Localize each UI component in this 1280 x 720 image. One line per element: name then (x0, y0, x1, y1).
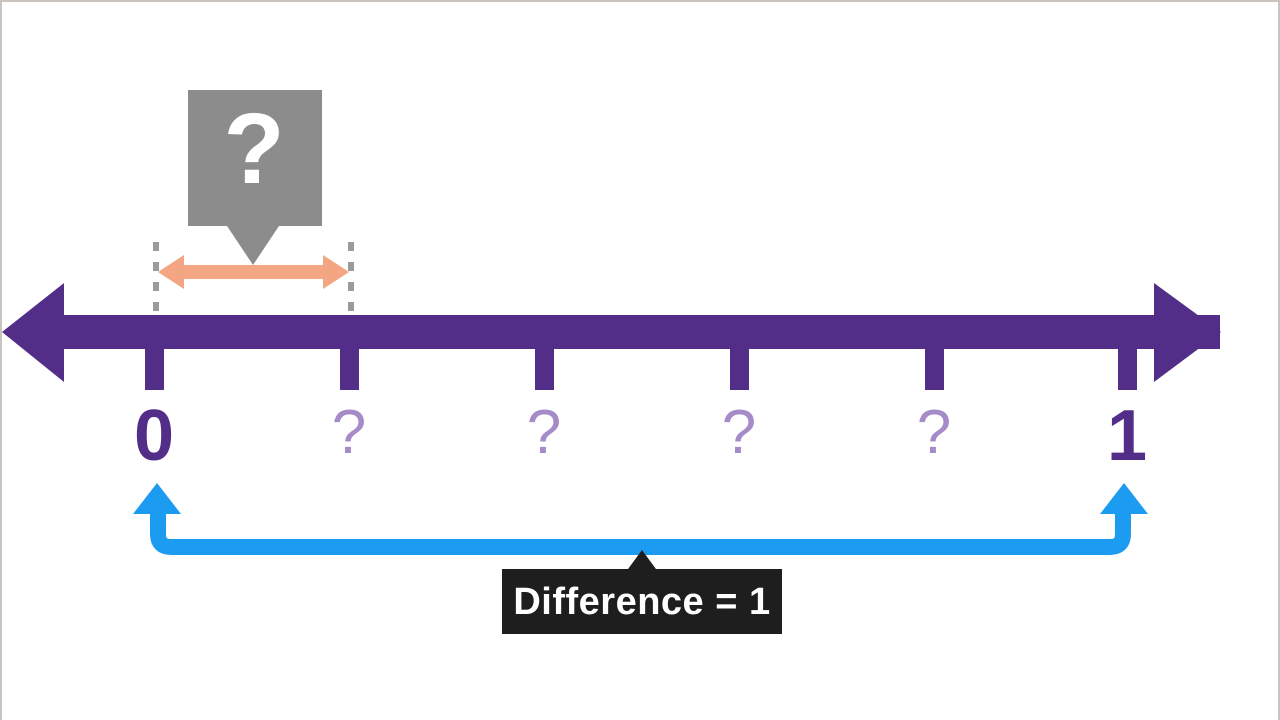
interval-double-arrow (158, 255, 349, 289)
axis-tick-1 (340, 342, 359, 390)
tick-label-1: ? (331, 398, 367, 467)
interval-guide-lines (153, 242, 354, 320)
axis-tick-3 (730, 342, 749, 390)
bracket-path (150, 502, 1131, 555)
axis-arrow-right (1154, 283, 1221, 382)
axis-tick-2 (535, 342, 554, 390)
axis-tick-0 (145, 342, 164, 390)
axis-tick-4 (925, 342, 944, 390)
bracket-arrow-right (1100, 483, 1148, 514)
tick-label-4: ? (916, 398, 952, 467)
label-box-shape (502, 569, 782, 634)
callout-question-mark: ? (223, 93, 285, 205)
question-callout (188, 90, 322, 265)
axis-tick-5 (1118, 342, 1137, 390)
tick-label-5: 1 (1106, 396, 1148, 476)
difference-label-box (502, 550, 782, 634)
callout-bubble-shape (188, 90, 322, 265)
interval-arrow-shaft (172, 265, 335, 279)
axis-bar (64, 315, 1220, 349)
interval-arrow-head-right (323, 255, 349, 289)
number-line-axis (2, 283, 1221, 390)
difference-label-text: Difference = 1 (513, 581, 771, 623)
difference-bracket (133, 483, 1148, 555)
bracket-arrow-left (133, 483, 181, 514)
tick-label-2: ? (526, 398, 562, 467)
axis-arrow-left (2, 283, 64, 382)
tick-label-0: 0 (133, 396, 175, 476)
interval-arrow-head-left (158, 255, 184, 289)
tick-label-3: ? (721, 398, 757, 467)
